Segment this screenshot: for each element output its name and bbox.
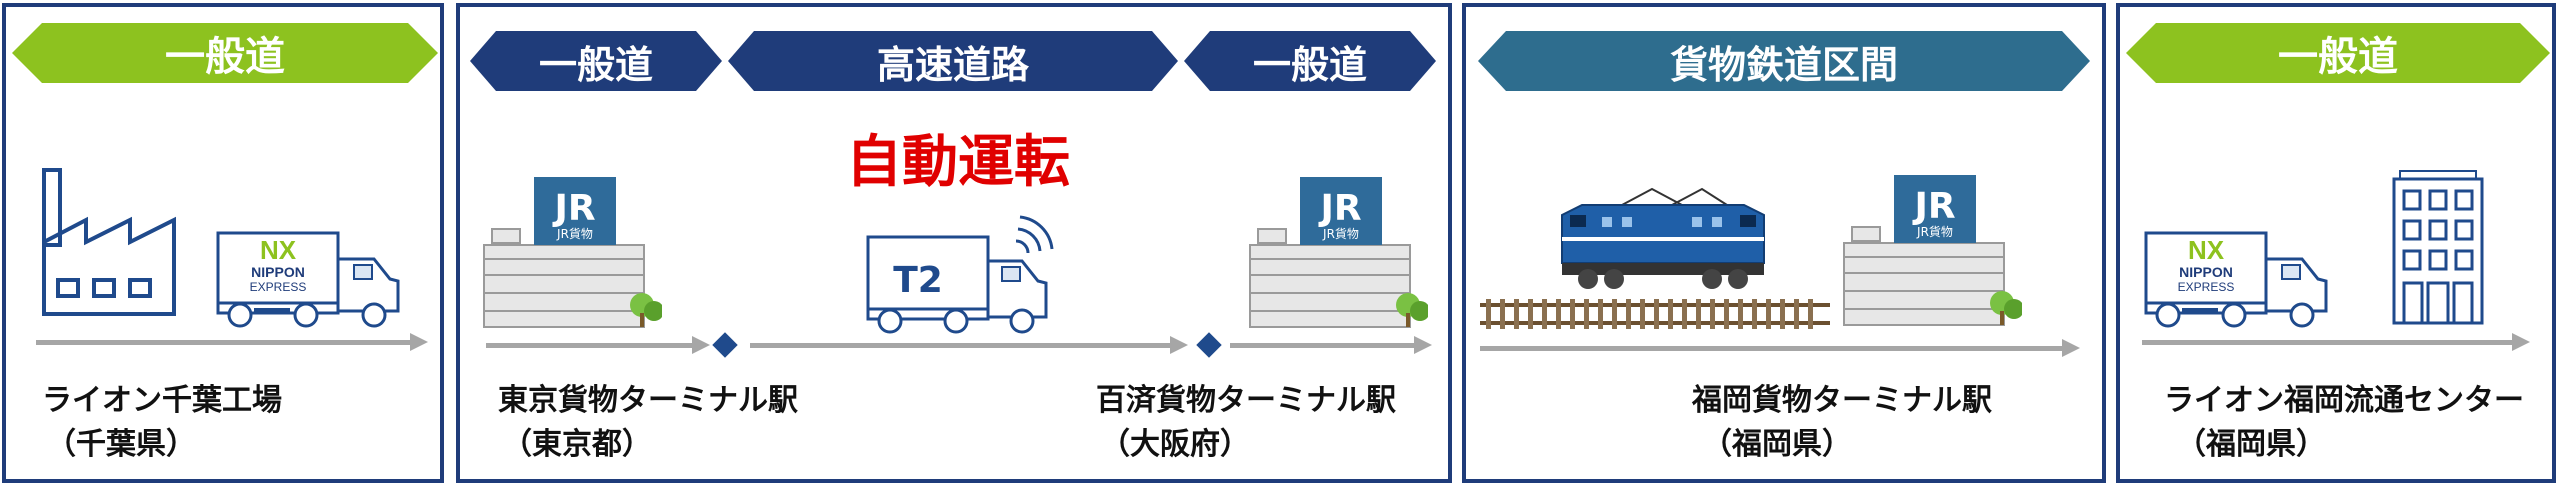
nx-truck-icon: NX NIPPON EXPRESS: [216, 231, 400, 328]
nx-logo-text: NX: [260, 235, 297, 265]
jr-logo-text: JR: [551, 188, 595, 229]
fukuoka-terminal-station-icon: JR JR貨物: [1843, 175, 2022, 326]
jr-sub-text: JR貨物: [1916, 224, 1953, 239]
destination-name: ライオン福岡流通センター: [2164, 383, 2524, 418]
header-label: 一般道: [1252, 42, 1367, 87]
header-label: 一般道: [538, 42, 653, 87]
panel-truck-transport: 一般道 高速道路 一般道 自動運転 JR JR貨物 T2: [456, 3, 1452, 483]
flow-arrow-head-1: [692, 336, 710, 354]
header-label: 一般道: [165, 34, 285, 80]
osaka-terminal-station-icon: JR JR貨物: [1249, 177, 1428, 328]
osaka-node-marker: [1196, 332, 1222, 358]
jr-logo-text: JR: [1317, 188, 1361, 229]
distribution-center-icon: [2392, 170, 2484, 325]
destination-prefecture: （福岡県）: [2176, 427, 2326, 462]
flow-arrow-head-3: [1414, 336, 1432, 354]
factory-icon: [42, 168, 176, 316]
header-label: 一般道: [2278, 34, 2398, 80]
header-general-road-2: 一般道: [470, 31, 722, 91]
nx-logo-text: NX: [2188, 235, 2225, 265]
autonomous-driving-label: 自動運転: [846, 130, 1070, 195]
flow-arrow-line-2: [750, 343, 1172, 348]
header-general-road-4: 一般道: [2126, 23, 2550, 83]
nx-brand-mid: NIPPON: [251, 264, 305, 280]
header-expressway: 高速道路: [728, 31, 1178, 91]
header-general-road-1: 一般道: [12, 23, 438, 83]
jr-logo-text: JR: [1911, 186, 1955, 227]
panel-destination: 一般道 NX NIPPON EXPRESS ライオン福岡流通センター （福岡県）: [2116, 3, 2556, 483]
electric-locomotive-icon: [1561, 187, 1765, 289]
flow-arrow-head-2: [1170, 336, 1188, 354]
header-label: 高速道路: [876, 42, 1029, 87]
panel-origin: 一般道 NX NIPPON EXPRESS ライオン千葉工場 （千葉県）: [2, 3, 444, 483]
header-label: 貨物鉄道区間: [1669, 42, 1898, 87]
flow-arrow-head: [2512, 333, 2530, 351]
nx-brand-mid: NIPPON: [2179, 264, 2233, 280]
origin-prefecture: （千葉県）: [46, 427, 196, 462]
flow-arrow-line: [36, 340, 412, 345]
tokyo-node-marker: [712, 332, 738, 358]
jr-sub-text: JR貨物: [1322, 226, 1359, 241]
header-general-road-3: 一般道: [1184, 31, 1436, 91]
autonomous-truck-icon: T2: [866, 215, 1054, 334]
rail-track-icon: [1480, 299, 1830, 329]
nx-brand-bottom: EXPRESS: [2178, 280, 2235, 294]
fukuoka-station-prefecture: （福岡県）: [1702, 427, 1852, 462]
osaka-station-name: 百済貨物ターミナル駅: [1096, 383, 1396, 418]
origin-name: ライオン千葉工場: [42, 383, 282, 418]
flow-arrow-head: [410, 333, 428, 351]
fukuoka-station-name: 福岡貨物ターミナル駅: [1692, 383, 1992, 418]
t2-logo-text: T2: [893, 260, 943, 301]
header-freight-rail: 貨物鉄道区間: [1478, 31, 2090, 91]
flow-arrow-line: [2142, 340, 2514, 345]
nx-brand-bottom: EXPRESS: [250, 280, 307, 294]
flow-arrow-line-1: [486, 343, 694, 348]
tokyo-terminal-station-icon: JR JR貨物: [483, 177, 662, 328]
osaka-station-prefecture: （大阪府）: [1100, 427, 1250, 462]
panel-rail-section: 貨物鉄道区間: [1462, 3, 2106, 483]
jr-sub-text: JR貨物: [556, 226, 593, 241]
flow-arrow-line-3: [1230, 343, 1416, 348]
flow-arrow-line: [1480, 346, 2064, 351]
tokyo-station-prefecture: （東京都）: [502, 427, 652, 462]
nx-truck-icon: NX NIPPON EXPRESS: [2144, 231, 2328, 328]
flow-arrow-head: [2062, 339, 2080, 357]
tokyo-station-name: 東京貨物ターミナル駅: [498, 383, 798, 418]
